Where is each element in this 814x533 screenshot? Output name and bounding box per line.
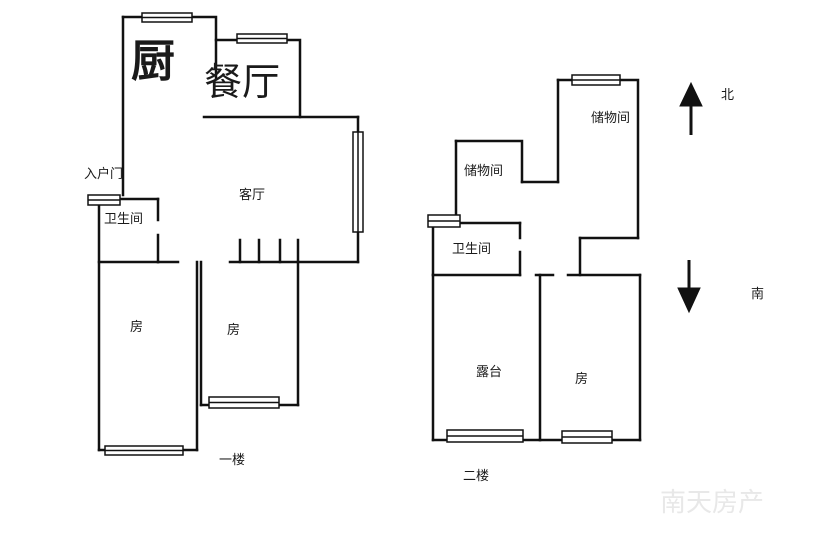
floor2-windows <box>427 74 621 444</box>
dining-label: 餐厅 <box>204 60 281 104</box>
floor1-bathroom-label: 卫生间 <box>104 212 144 227</box>
floor1-room-b-label: 房 <box>227 323 241 338</box>
south-arrow-icon <box>677 260 701 314</box>
watermark: 南天房产 <box>660 488 765 518</box>
floor1-room-a-label: 房 <box>130 320 144 335</box>
floor2-walls <box>431 78 642 442</box>
north-arrow-icon <box>679 81 703 135</box>
south-label: 南 <box>751 287 765 302</box>
kitchen-label: 厨 <box>131 36 175 87</box>
floor2-storage-a-label: 储物间 <box>591 111 631 126</box>
living-room-label: 客厅 <box>239 188 266 203</box>
floor1-windows <box>87 12 364 456</box>
floor1-caption: 一楼 <box>219 453 246 468</box>
floor2-bathroom-label: 卫生间 <box>452 242 492 257</box>
terrace-label: 露台 <box>476 365 503 380</box>
floor2-storage-b-label: 储物间 <box>464 164 504 179</box>
floor2-room-label: 房 <box>575 372 589 387</box>
floor2-caption: 二楼 <box>463 469 490 484</box>
entrance-label: 入户门 <box>84 167 124 182</box>
north-label: 北 <box>721 88 735 103</box>
